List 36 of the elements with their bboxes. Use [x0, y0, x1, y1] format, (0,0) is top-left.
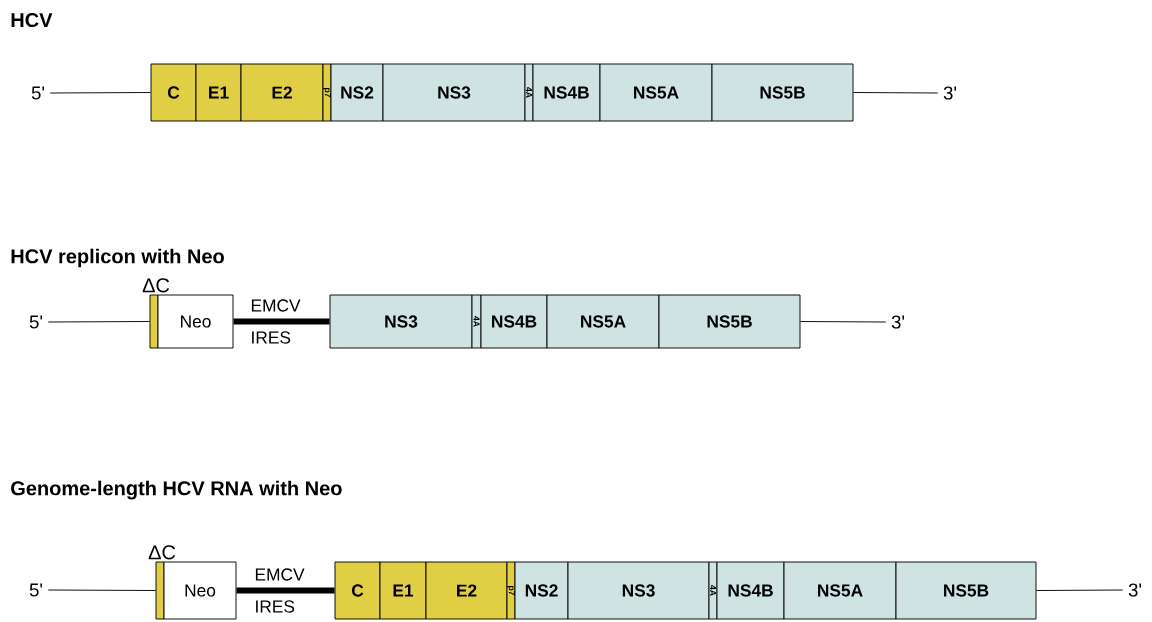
gene-segment: C [150, 63, 197, 122]
end-label: 5' [29, 583, 43, 597]
gene-segment: NS5B [658, 294, 801, 349]
end-label: 5' [31, 86, 45, 100]
rna-line [49, 92, 151, 94]
section-heading: Genome-length HCV RNA with Neo [11, 480, 342, 500]
ires-line [236, 587, 335, 594]
rna-line [1036, 589, 1124, 591]
rna-line [800, 321, 887, 323]
gene-segment: E1 [379, 561, 427, 620]
gene-segment: C [334, 561, 381, 620]
edge-label: EMCV IRES [255, 568, 305, 613]
ires-line [233, 318, 330, 325]
region-label: ΔC [148, 545, 176, 560]
gene-segment: NS2 [330, 63, 384, 122]
neo-box: Neo [163, 561, 237, 620]
gene-segment: NS5A [599, 63, 713, 122]
section-heading: HCV [11, 12, 53, 28]
gene-segment: NS5B [895, 561, 1037, 620]
end-label: 5' [29, 315, 43, 329]
rna-line [47, 321, 150, 323]
rna-line [47, 589, 156, 591]
rna-line [853, 92, 939, 94]
gene-segment: NS5A [783, 561, 897, 620]
edge-label: EMCV IRES [251, 299, 301, 344]
gene-segment: NS5A [546, 294, 660, 349]
end-label: 3' [891, 315, 905, 329]
neo-box: Neo [157, 294, 234, 349]
end-label: 3' [1128, 583, 1142, 597]
end-label: 3' [943, 86, 957, 100]
gene-segment: NS5B [711, 63, 854, 122]
section-heading: HCV replicon with Neo [11, 248, 224, 268]
region-label: ΔC [142, 278, 170, 293]
gene-segment: 4A [471, 294, 482, 349]
gene-segment: E1 [195, 63, 242, 122]
gene-segment: NS2 [514, 561, 569, 620]
